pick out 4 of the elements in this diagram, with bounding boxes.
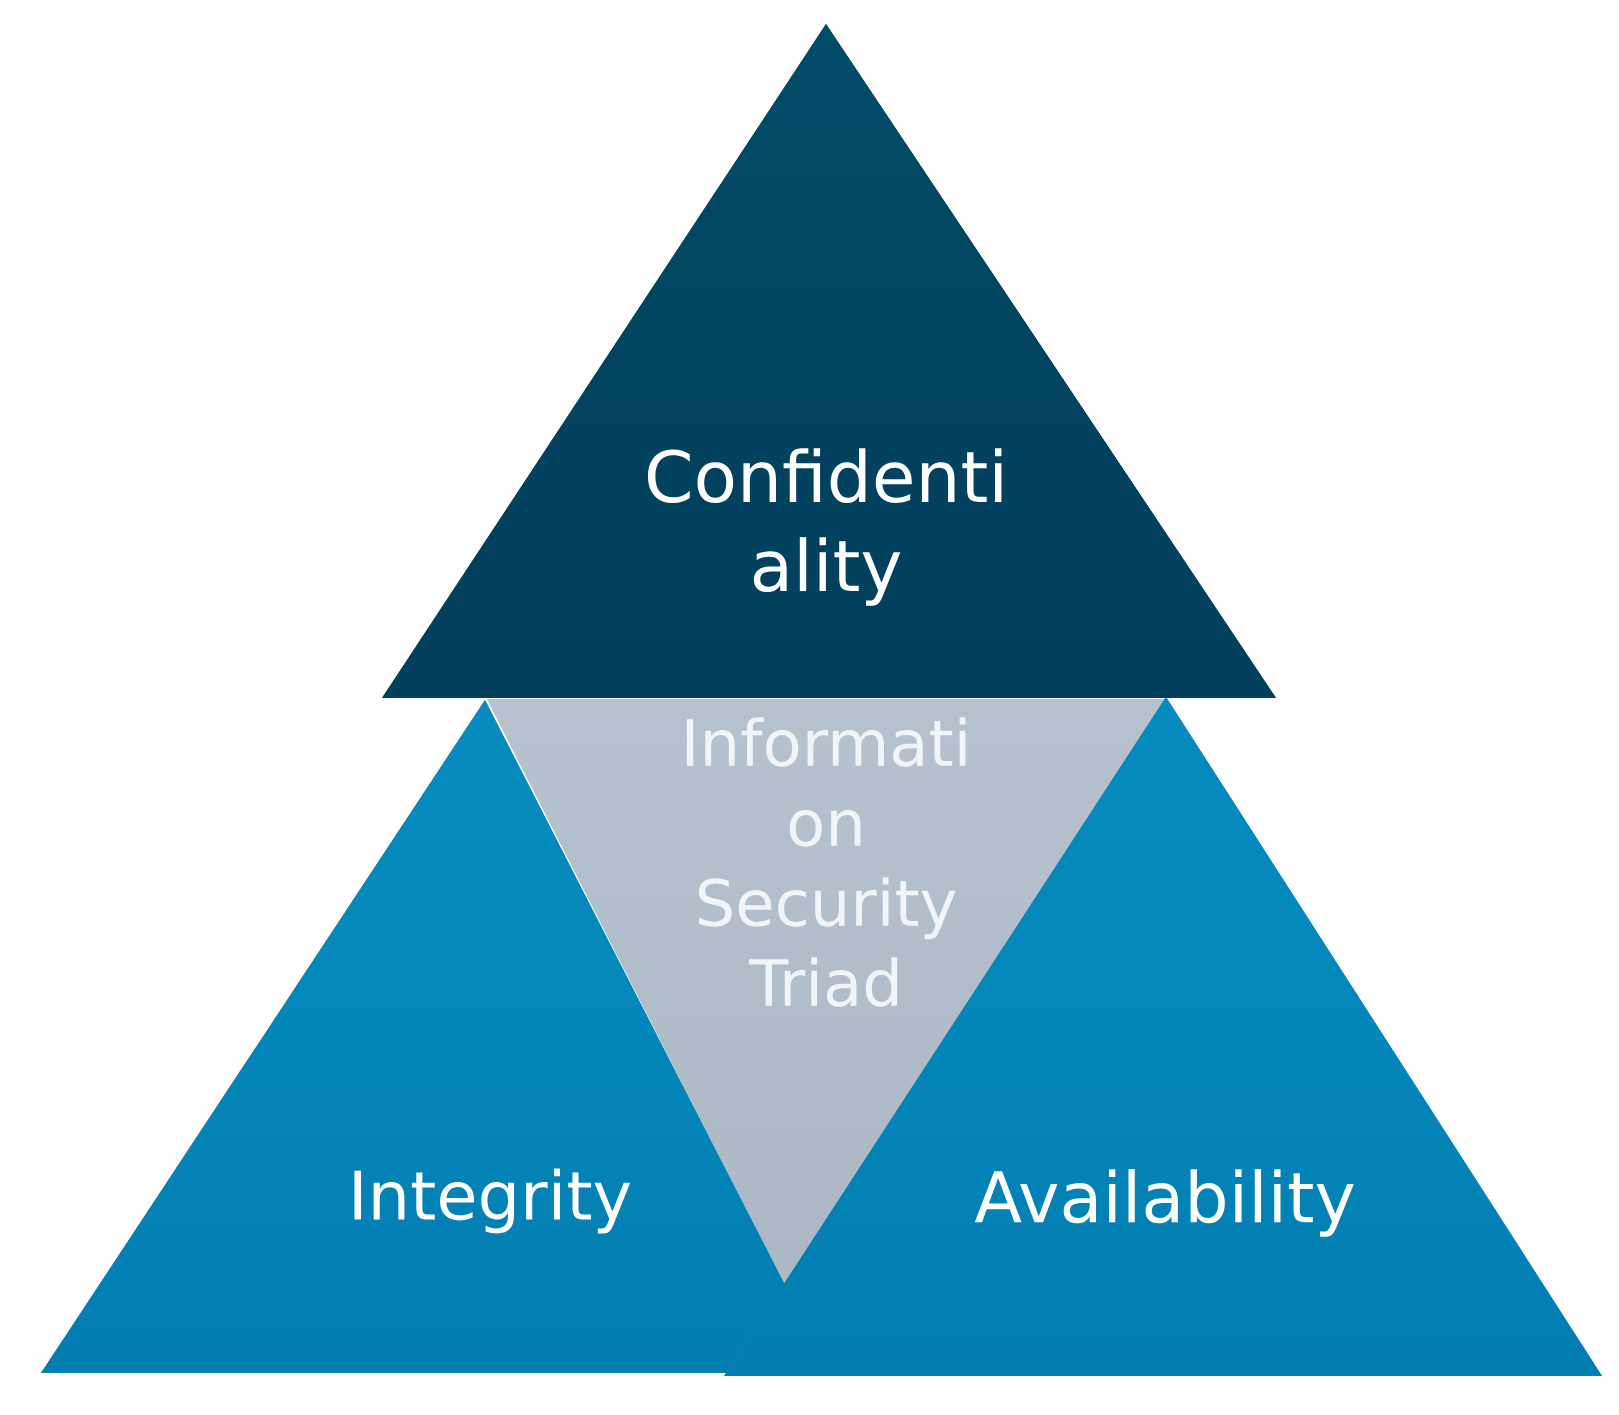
label: Availability xyxy=(974,1169,1354,1237)
label: Integrity xyxy=(354,1168,631,1234)
label: Confidenti ality xyxy=(647,448,1002,606)
label: Informati on Security Triad xyxy=(686,717,966,1007)
